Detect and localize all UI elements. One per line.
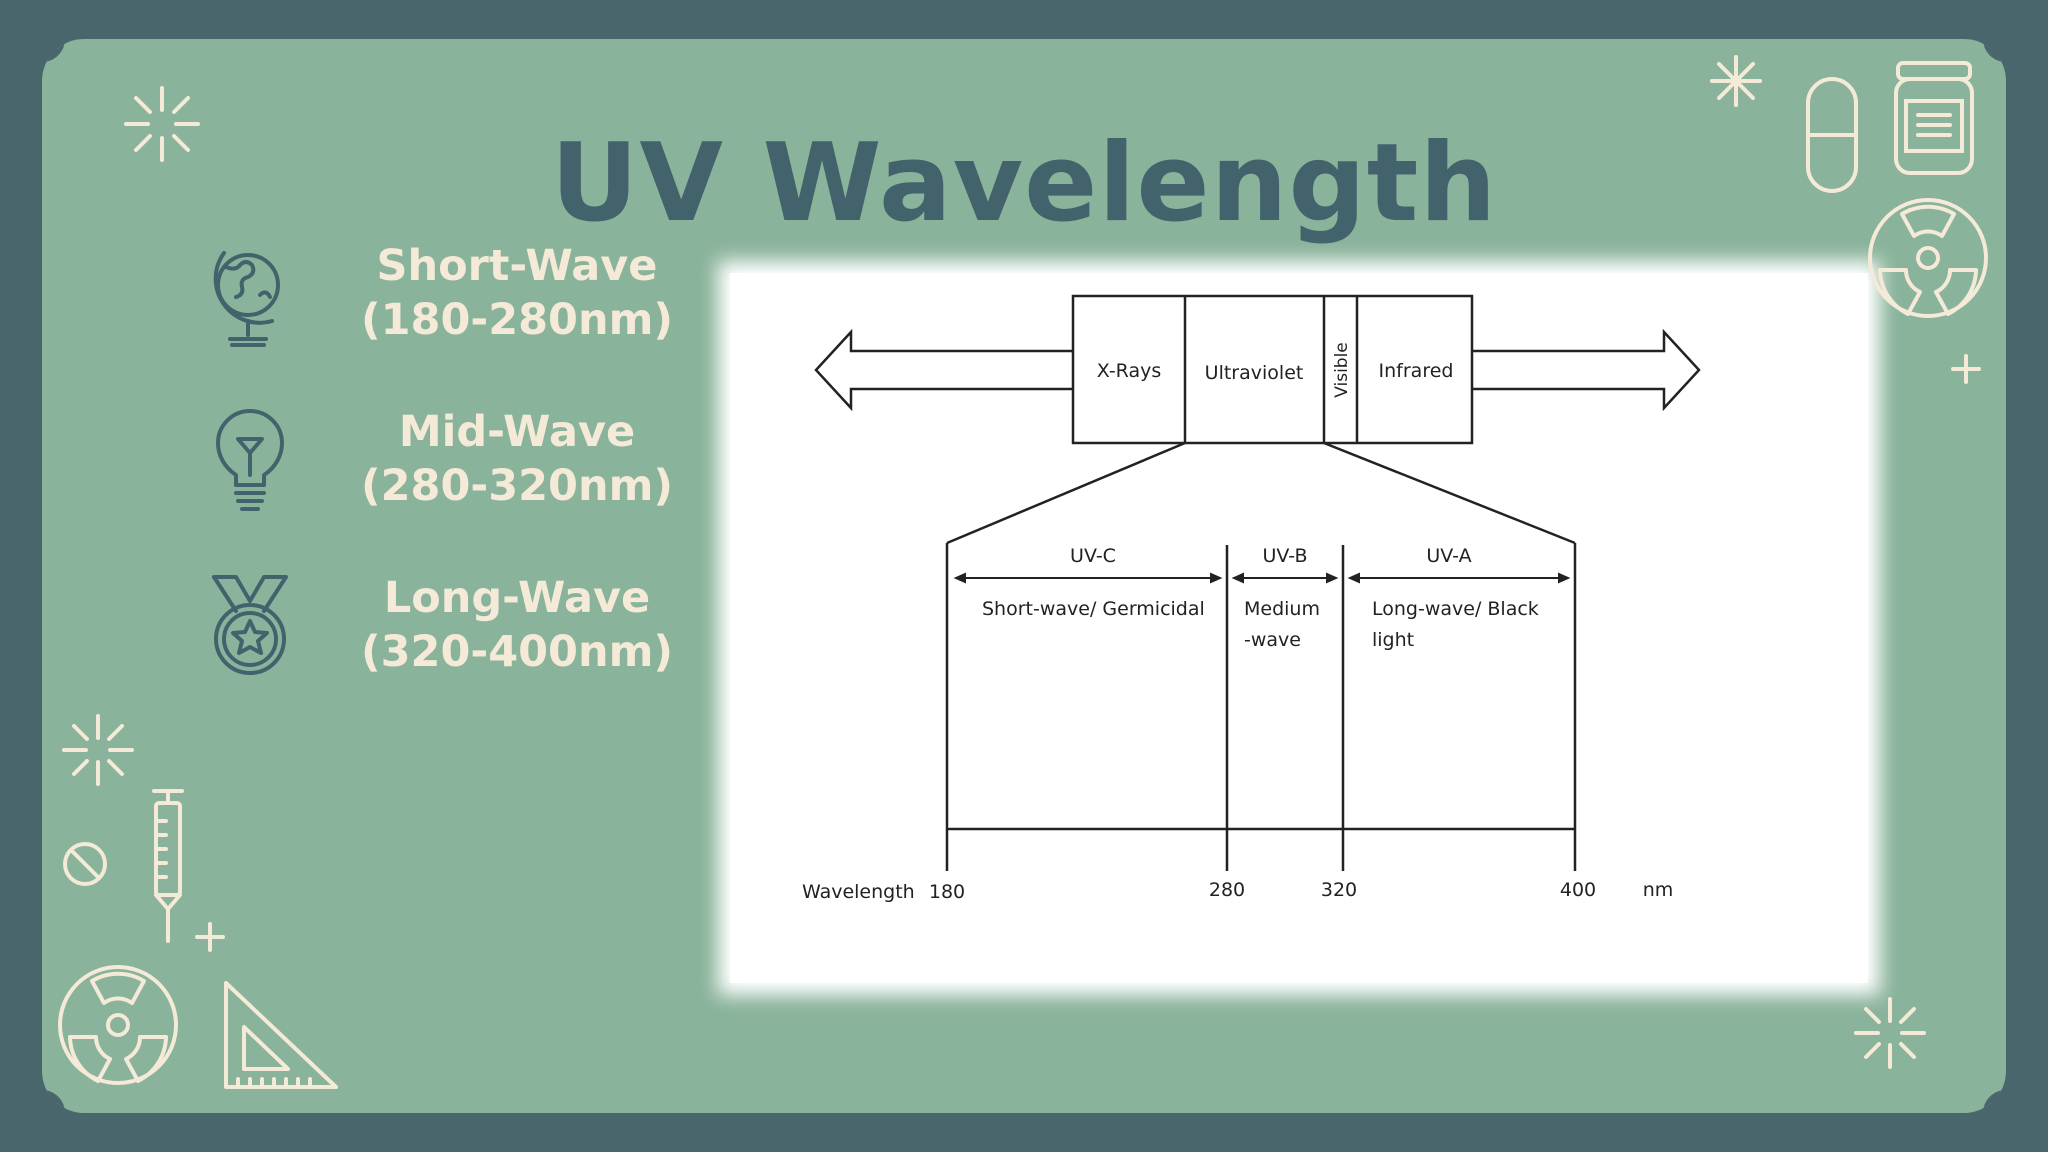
band-desc-uvb-2: -wave [1244,629,1301,651]
capsule-icon [1802,75,1862,195]
set-square-icon [222,979,342,1091]
x-rays-label: X-Rays [1097,360,1162,382]
wave-name: Mid-Wave [398,407,636,457]
wave-name: Short-Wave [376,241,658,291]
corner-notch [1983,1090,2006,1113]
spectrum-diagram-svg: X-Rays Ultraviolet Visible Infrared UV-C… [802,294,1701,903]
left-arrow [814,328,1073,412]
band-label-uvc: UV-C [1070,545,1116,567]
axis-label: Wavelength [802,881,915,903]
lightbulb-icon [202,405,298,521]
syringe-icon [140,787,196,947]
slide-title: UV Wavelength [550,121,1498,246]
uv-spectrum-diagram: X-Rays Ultraviolet Visible Infrared UV-C… [730,273,1868,983]
jar-icon [1892,59,1976,179]
wave-range: (320-400nm) [360,627,674,677]
corner-notch [1983,39,2006,62]
band-desc-uvb-1: Medium [1244,598,1320,620]
band-label-uvb: UV-B [1262,545,1307,567]
sparkle-icon [60,712,136,788]
infrared-label: Infrared [1379,360,1454,382]
tick-label: 180 [929,881,965,903]
radiation-icon [1866,196,1990,320]
ultraviolet-label: Ultraviolet [1205,362,1304,384]
zoom-line-right [1323,441,1576,545]
axis-unit: nm [1643,879,1674,901]
slide-card: UV Wavelength Short-Wave (180-280nm) [42,39,2006,1113]
wave-item-long: Long-Wave (320-400nm) [202,571,722,701]
zoom-line-left [946,441,1186,545]
wave-range: (280-320nm) [360,461,674,511]
medal-icon [202,571,298,687]
wave-name: Long-Wave [383,573,651,623]
band-desc-uva-2: light [1372,629,1414,651]
globe-icon [202,239,298,355]
wave-item-short: Short-Wave (180-280nm) [202,239,722,369]
band-label-uva: UV-A [1426,545,1471,567]
plus-icon [194,921,226,953]
wave-label: Short-Wave (180-280nm) [322,239,712,347]
right-arrow [1472,328,1701,412]
radiation-icon [56,963,180,1087]
plus-icon [1950,353,1982,385]
wave-label: Long-Wave (320-400nm) [322,571,712,679]
band-desc-uva-1: Long-wave/ Black [1372,598,1539,620]
corner-notch [42,39,65,62]
spectrum-box [1071,294,1474,445]
no-sign-icon [60,839,110,889]
visible-label: Visible [1332,342,1352,398]
tick-label: 280 [1209,879,1245,901]
sparkle-icon [1852,995,1928,1071]
wave-label: Mid-Wave (280-320nm) [322,405,712,513]
sparkle-icon [1708,53,1764,109]
tick-label: 320 [1321,879,1357,901]
wave-range: (180-280nm) [360,295,674,345]
band-desc-uvc: Short-wave/ Germicidal [982,598,1205,620]
tick-label: 400 [1560,879,1596,901]
corner-notch [42,1090,65,1113]
sparkle-icon [122,84,202,164]
wave-item-mid: Mid-Wave (280-320nm) [202,405,722,535]
